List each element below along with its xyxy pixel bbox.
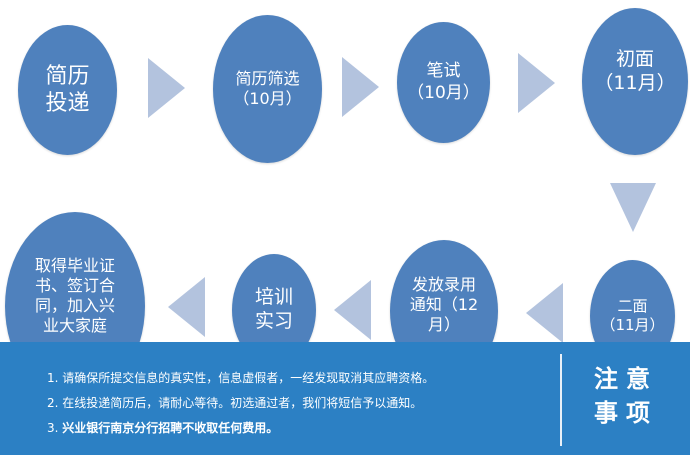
step-text: 业大家庭 — [42, 316, 107, 335]
step-resume-screening: 简历筛选（10月） — [213, 15, 322, 163]
notice-list: 1. 请确保所提交信息的真实性，信息虚假者，一经发现取消其应聘资格。 2. 在线… — [47, 366, 434, 441]
notice-item: 3. 兴业银行南京分行招聘不收取任何费用。 — [47, 416, 434, 441]
notice-item-bold: 兴业银行南京分行招聘不收取任何费用。 — [62, 421, 279, 435]
step-text: 笔试（10月） — [407, 61, 480, 103]
notice-item: 2. 在线投递简历后，请耐心等待。初选通过者，我们将短信予以通知。 — [47, 396, 423, 410]
step-text: 初面（11月） — [594, 47, 676, 94]
step-text: 培训实习 — [254, 286, 293, 332]
step-resume-submission: 简历投递 — [18, 25, 117, 155]
notice-item-number: 3. — [47, 421, 63, 435]
arrow-left-icon — [334, 280, 371, 340]
step-text: 通知（12 — [409, 295, 479, 314]
notice-title-line: 注意 — [594, 365, 658, 393]
step-text: 月） — [427, 315, 460, 334]
step-written-test: 笔试（10月） — [397, 22, 490, 143]
step-text: 发放录用 — [411, 275, 476, 294]
step-text: 二面（11月） — [600, 297, 665, 334]
notice-title-line: 事项 — [594, 399, 658, 427]
arrow-right-icon — [342, 57, 379, 117]
notice-banner: 1. 请确保所提交信息的真实性，信息虚假者，一经发现取消其应聘资格。 2. 在线… — [0, 342, 690, 455]
arrow-right-icon — [518, 53, 555, 113]
step-text: 书、签订合 — [34, 276, 115, 295]
divider — [560, 354, 562, 446]
step-first-interview: 初面（11月） — [582, 8, 688, 155]
arrow-right-icon — [148, 58, 185, 118]
step-text: 同，加入兴 — [34, 296, 115, 315]
notice-item: 1. 请确保所提交信息的真实性，信息虚假者，一经发现取消其应聘资格。 — [47, 371, 435, 385]
arrow-down-icon — [610, 183, 656, 232]
step-text: 取得毕业证 — [34, 256, 115, 275]
arrow-left-icon — [168, 277, 205, 337]
step-text: 简历筛选（10月） — [233, 69, 302, 108]
notice-title: 注意 事项 — [594, 362, 664, 430]
arrow-left-icon — [526, 283, 563, 343]
step-text: 简历投递 — [45, 63, 90, 117]
